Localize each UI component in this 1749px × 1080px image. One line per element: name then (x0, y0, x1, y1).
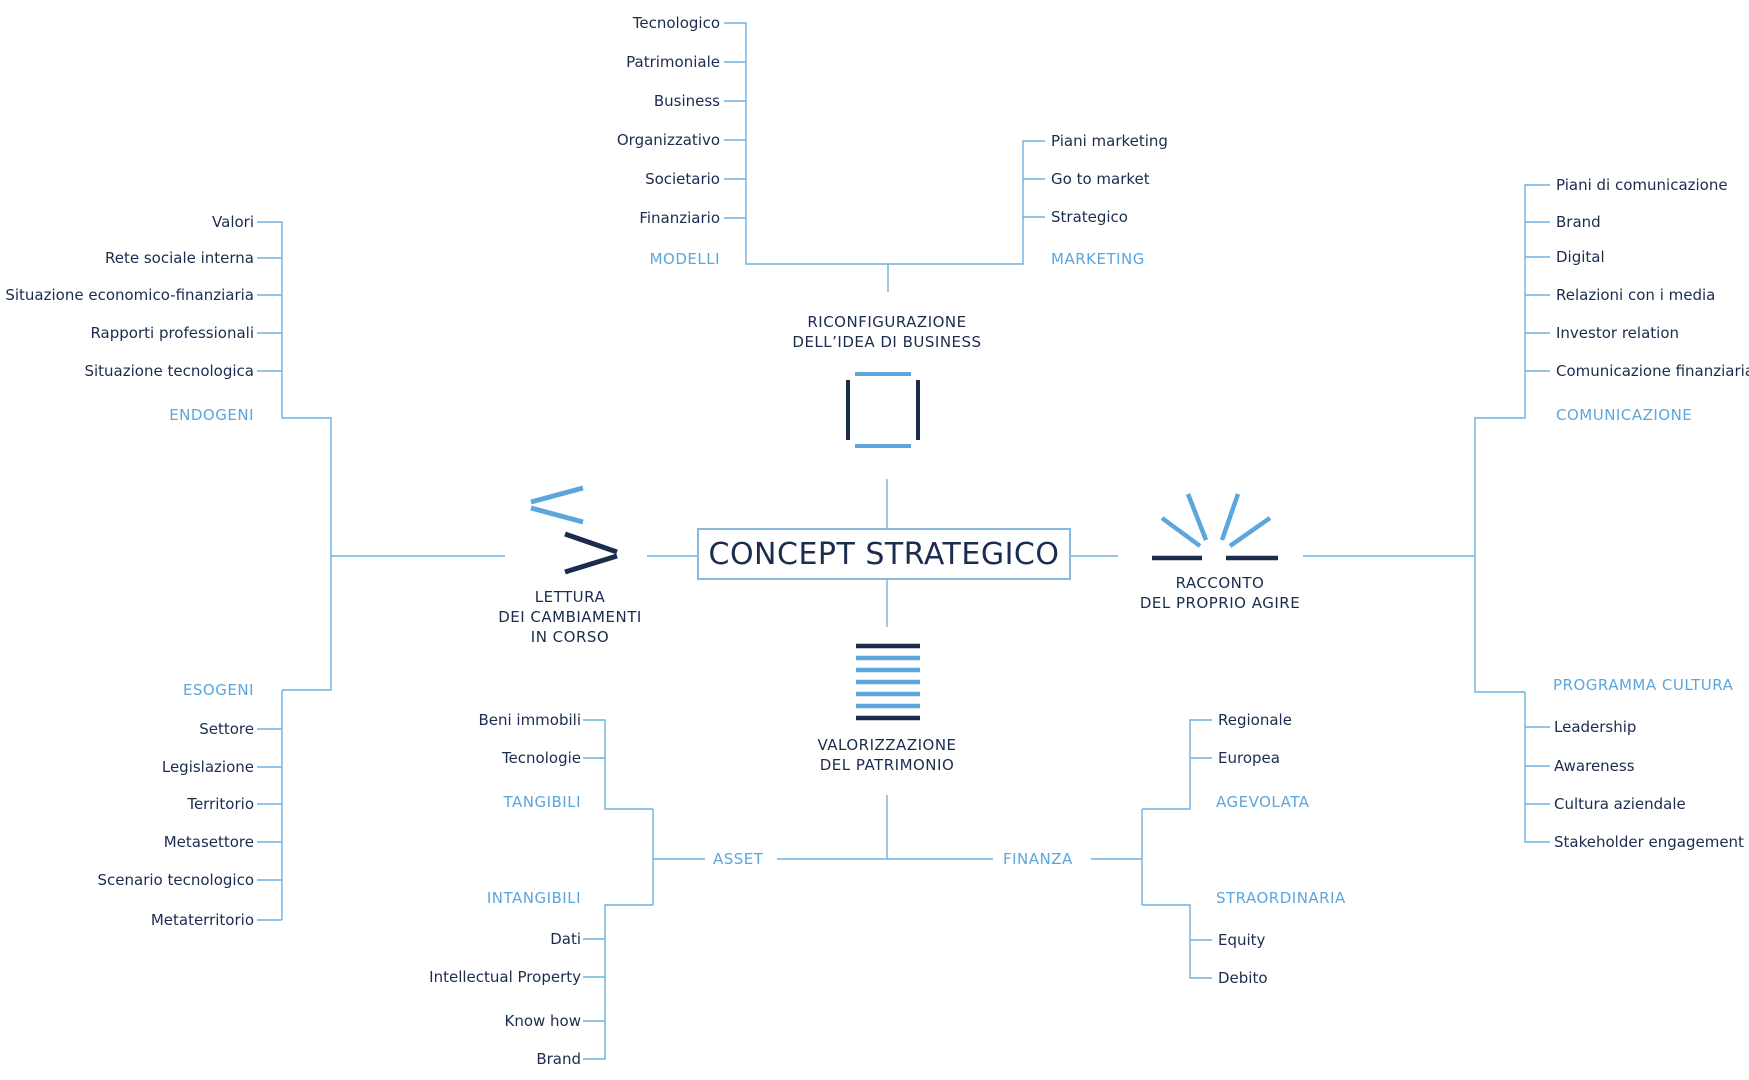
endogeni-item: Rete sociale interna (104, 249, 254, 267)
concept-strategico-box: CONCEPT STRATEGICO (697, 528, 1071, 580)
marketing-item: Strategico (1051, 208, 1128, 226)
cultura-item: Stakeholder engagement (1554, 833, 1744, 851)
modelli-item: Patrimoniale (626, 53, 720, 71)
asset-label: ASSET (713, 850, 764, 868)
hub-title-line: LETTURA (534, 588, 606, 606)
hub-valorizzazione-title: VALORIZZAZIONE DEL PATRIMONIO (762, 735, 1012, 775)
modelli-item: Tecnologico (632, 14, 720, 32)
marketing-label: MARKETING (1051, 250, 1145, 268)
intangibili-label: INTANGIBILI (486, 889, 581, 907)
hub-racconto-title: RACCONTO DEL PROPRIO AGIRE (1110, 573, 1330, 613)
comunicazione-item: Investor relation (1556, 324, 1680, 342)
intangibili-item: Dati (550, 930, 581, 948)
finanza-label: FINANZA (1003, 850, 1073, 868)
intangibili-item: Know how (504, 1012, 581, 1030)
esogeni-item: Settore (199, 720, 254, 738)
tangibili-item: Tecnologie (501, 749, 581, 767)
marketing-item: Piani marketing (1051, 132, 1168, 150)
comunicazione-item: Comunicazione finanziaria (1556, 362, 1749, 380)
esogeni-item: Scenario tecnologico (97, 871, 254, 889)
open-book-rays-icon (1152, 493, 1278, 561)
endogeni-item: Situazione tecnologica (84, 362, 254, 380)
tangibili-item: Beni immobili (478, 711, 581, 729)
modelli-item: Business (653, 92, 720, 110)
concept-strategico-title: CONCEPT STRATEGICO (708, 536, 1060, 572)
modelli-item: Finanziario (639, 209, 720, 227)
comunicazione-item: Digital (1556, 248, 1605, 266)
endogeni-item: Rapporti professionali (90, 324, 254, 342)
endogeni-label: ENDOGENI (169, 406, 254, 424)
hub-title-line: DEI CAMBIAMENTI (498, 608, 642, 626)
comunicazione-item: Brand (1556, 213, 1601, 231)
hub-lettura-title: LETTURA DEI CAMBIAMENTI IN CORSO (470, 587, 670, 647)
esogeni-item: Territorio (187, 795, 254, 813)
modelli-item: Organizzativo (616, 131, 720, 149)
esogeni-item: Metasettore (163, 833, 254, 851)
hub-title-line: DELL’IDEA DI BUSINESS (792, 333, 982, 351)
cultura-item: Cultura aziendale (1554, 795, 1686, 813)
chevron-arrows-icon (530, 485, 618, 575)
hub-title-line: IN CORSO (530, 628, 610, 646)
comunicazione-item: Relazioni con i media (1556, 286, 1716, 304)
intangibili-item: Intellectual Property (429, 968, 581, 986)
endogeni-item: Situazione economico-finanziaria (5, 286, 254, 304)
agevolata-item: Europea (1218, 749, 1280, 767)
straordinaria-item: Debito (1218, 969, 1268, 987)
agevolata-item: Regionale (1218, 711, 1292, 729)
cultura-item: Leadership (1554, 718, 1637, 736)
esogeni-item: Metaterritorio (150, 911, 254, 929)
intangibili-item: Brand (536, 1050, 581, 1068)
square-frame-icon (846, 372, 920, 448)
modelli-label: MODELLI (649, 250, 720, 268)
comunicazione-label: COMUNICAZIONE (1556, 406, 1693, 424)
esogeni-item: Legislazione (161, 758, 254, 776)
comunicazione-item: Piani di comunicazione (1556, 176, 1728, 194)
hub-title-line: DEL PATRIMONIO (819, 756, 955, 774)
hub-riconfigurazione-title: RICONFIGURAZIONE DELL’IDEA DI BUSINESS (737, 312, 1037, 352)
straordinaria-label: STRAORDINARIA (1216, 889, 1346, 907)
hub-title-line: DEL PROPRIO AGIRE (1139, 594, 1301, 612)
modelli-item: Societario (645, 170, 720, 188)
agevolata-label: AGEVOLATA (1216, 793, 1310, 811)
straordinaria-item: Equity (1218, 931, 1266, 949)
hub-title-line: RICONFIGURAZIONE (807, 313, 967, 331)
endogeni-item: Valori (212, 213, 254, 231)
hub-title-line: RACCONTO (1175, 574, 1265, 592)
cultura-item: Awareness (1554, 757, 1635, 775)
stacked-layers-icon (856, 643, 920, 721)
esogeni-label: ESOGENI (182, 681, 254, 699)
marketing-item: Go to market (1051, 170, 1150, 188)
tangibili-label: TANGIBILI (503, 793, 581, 811)
cultura-label: PROGRAMMA CULTURA (1553, 676, 1734, 694)
hub-title-line: VALORIZZAZIONE (817, 736, 957, 754)
